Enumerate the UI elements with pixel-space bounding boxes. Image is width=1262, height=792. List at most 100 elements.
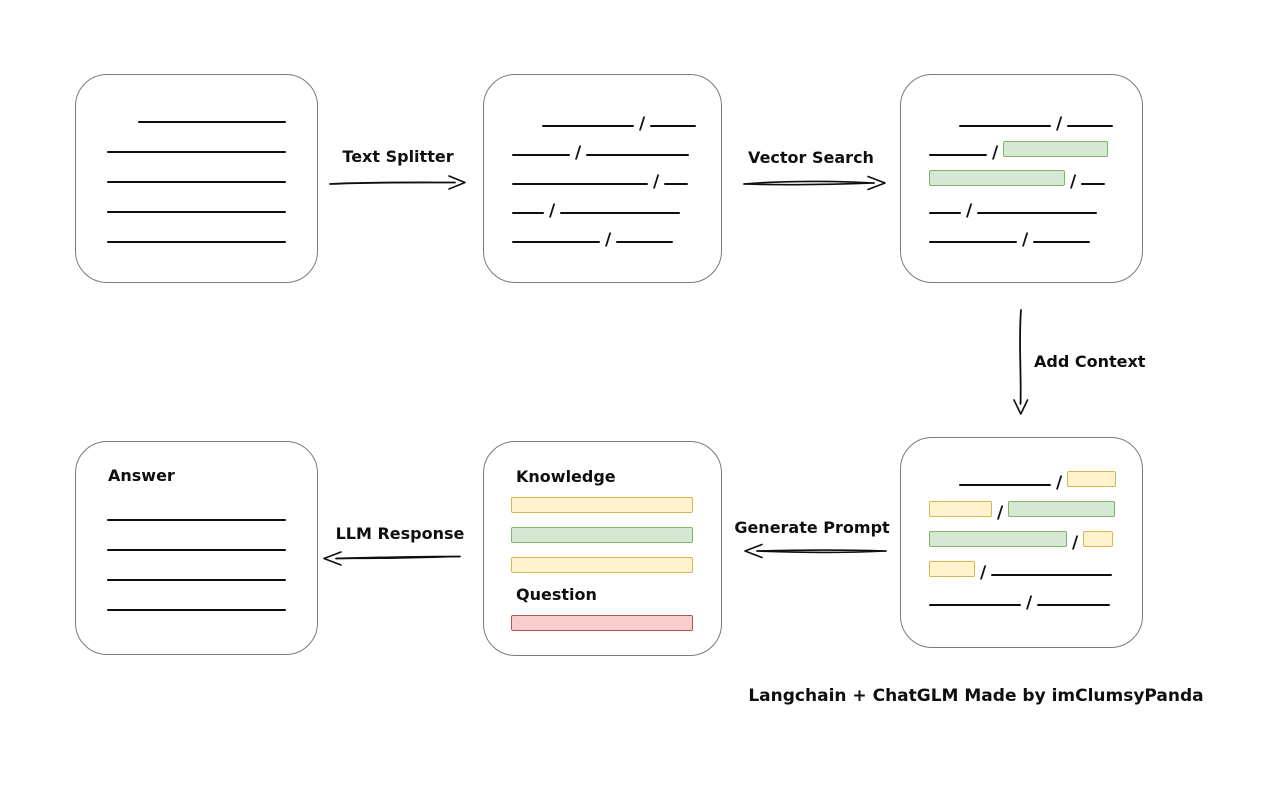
segment-row: / bbox=[484, 192, 721, 221]
slash-separator: / bbox=[1026, 593, 1033, 613]
green-chunk bbox=[929, 531, 1067, 547]
segment-row: / bbox=[901, 192, 1142, 221]
segment-row bbox=[76, 528, 317, 558]
segment-row bbox=[484, 607, 721, 637]
slash-separator: / bbox=[653, 172, 660, 192]
question-bar bbox=[484, 607, 721, 637]
prompt-box: Knowledge Question bbox=[483, 441, 722, 656]
knowledge-bars bbox=[484, 489, 721, 579]
llm-response-label: LLM Response bbox=[335, 524, 465, 543]
slash-separator: / bbox=[1056, 473, 1063, 493]
segment-row bbox=[76, 160, 317, 190]
generate-prompt-label: Generate Prompt bbox=[734, 518, 890, 537]
text-line-segment bbox=[664, 183, 689, 185]
slash-separator: / bbox=[992, 143, 999, 163]
yellow-chunk bbox=[1067, 471, 1117, 487]
text-line-segment bbox=[107, 181, 286, 183]
segment-row: / bbox=[484, 163, 721, 192]
question-label: Question bbox=[516, 585, 597, 604]
green-chunk bbox=[1008, 501, 1116, 517]
text-line-segment bbox=[107, 241, 286, 243]
text-line-segment bbox=[959, 125, 1051, 127]
text-line-segment bbox=[929, 604, 1021, 606]
text-line-segment bbox=[512, 183, 648, 185]
segment-row: / bbox=[484, 105, 721, 134]
text-splitter-arrow bbox=[329, 175, 466, 190]
text-line-segment bbox=[542, 125, 634, 127]
text-line-segment bbox=[107, 549, 286, 551]
text-line-segment bbox=[586, 154, 690, 156]
text-line-segment bbox=[616, 241, 674, 243]
credit-caption: Langchain + ChatGLM Made by imClumsyPand… bbox=[748, 686, 1204, 706]
segment-row bbox=[76, 220, 317, 250]
retrieved-chunk-rows: / / / / / bbox=[901, 75, 1142, 250]
segment-row bbox=[76, 588, 317, 618]
answer-lines bbox=[76, 498, 317, 618]
segment-row bbox=[76, 100, 317, 130]
answer-label: Answer bbox=[108, 466, 175, 485]
source-document-box bbox=[75, 74, 318, 283]
text-splitter-label: Text Splitter bbox=[342, 147, 454, 166]
green-chunk bbox=[929, 170, 1065, 186]
document-lines bbox=[76, 75, 317, 250]
yellow-chunk bbox=[929, 561, 975, 577]
segment-row: / bbox=[901, 221, 1142, 250]
segment-row: / bbox=[901, 134, 1142, 163]
slash-separator: / bbox=[549, 201, 556, 221]
text-line-segment bbox=[977, 212, 1098, 214]
yellow-chunk bbox=[929, 501, 992, 517]
yellow-chunk bbox=[511, 497, 693, 513]
vector-search-label: Vector Search bbox=[748, 148, 874, 167]
text-line-segment bbox=[1037, 604, 1111, 606]
yellow-chunk bbox=[511, 557, 693, 573]
segment-row bbox=[76, 558, 317, 588]
slash-separator: / bbox=[1022, 230, 1029, 250]
text-line-segment bbox=[107, 211, 286, 213]
slash-separator: / bbox=[605, 230, 612, 250]
segment-row: / bbox=[901, 583, 1142, 613]
generate-prompt-arrow bbox=[744, 543, 887, 559]
vector-search-arrow bbox=[743, 175, 886, 191]
text-line-segment bbox=[929, 212, 961, 214]
chunk-rows: / / / / / bbox=[484, 75, 721, 250]
segment-row: / bbox=[901, 105, 1142, 134]
add-context-arrow bbox=[1013, 309, 1029, 415]
slash-separator: / bbox=[1056, 114, 1063, 134]
text-line-segment bbox=[929, 154, 987, 156]
context-box: ///// bbox=[900, 437, 1143, 648]
text-line-segment bbox=[107, 579, 286, 581]
text-line-segment bbox=[560, 212, 681, 214]
slash-separator: / bbox=[980, 563, 987, 583]
text-line-segment bbox=[1067, 125, 1114, 127]
vector-search-result-box: / / / / / bbox=[900, 74, 1143, 283]
yellow-chunk bbox=[1083, 531, 1114, 547]
text-line-segment bbox=[138, 121, 286, 123]
slash-separator: / bbox=[966, 201, 973, 221]
answer-box: Answer bbox=[75, 441, 318, 655]
segment-row: / bbox=[901, 553, 1142, 583]
text-line-segment bbox=[650, 125, 697, 127]
slash-separator: / bbox=[575, 143, 582, 163]
text-line-segment bbox=[1081, 183, 1106, 185]
slash-separator: / bbox=[639, 114, 646, 134]
segment-row: / bbox=[901, 163, 1142, 192]
segment-row bbox=[76, 498, 317, 528]
text-line-segment bbox=[959, 484, 1051, 486]
llm-response-arrow bbox=[323, 551, 461, 566]
text-line-segment bbox=[107, 609, 286, 611]
slash-separator: / bbox=[1072, 533, 1079, 553]
text-line-segment bbox=[929, 241, 1017, 243]
segment-row: / bbox=[484, 221, 721, 250]
slash-separator: / bbox=[1070, 172, 1077, 192]
segment-row bbox=[76, 130, 317, 160]
segment-row: / bbox=[901, 523, 1142, 553]
green-chunk bbox=[1003, 141, 1109, 157]
segment-row: / bbox=[484, 134, 721, 163]
segment-row bbox=[484, 489, 721, 519]
segment-row: / bbox=[901, 493, 1142, 523]
context-chunk-rows: ///// bbox=[901, 438, 1142, 613]
add-context-label: Add Context bbox=[1034, 352, 1146, 371]
segment-row bbox=[484, 519, 721, 549]
segment-row bbox=[484, 549, 721, 579]
